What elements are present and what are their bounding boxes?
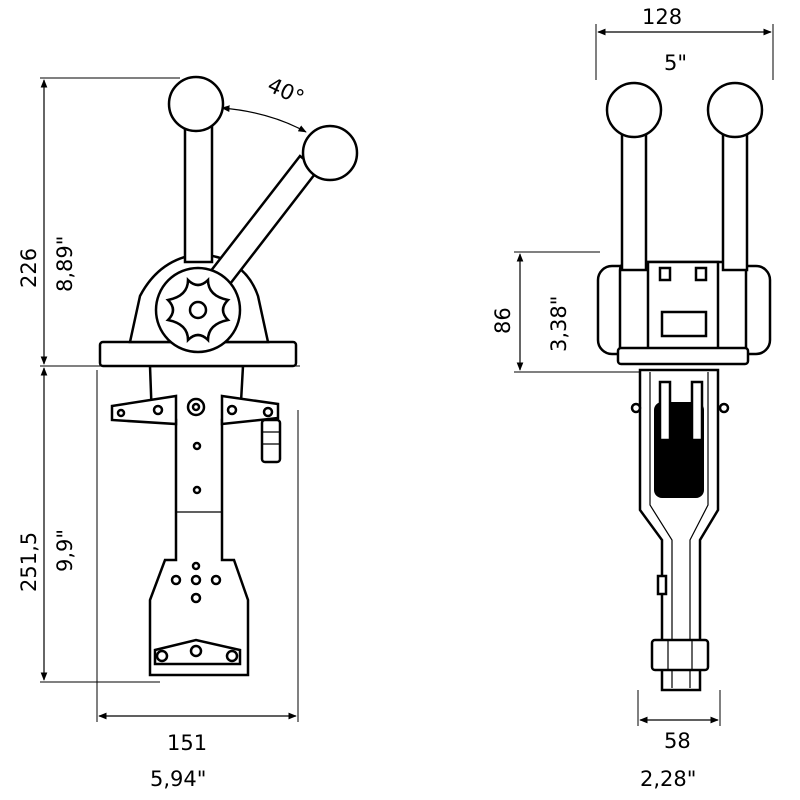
side-height-in-label: 8,89" — [53, 236, 77, 292]
front-base-mm-label: 58 — [664, 729, 691, 753]
side-view: 40° 226 8,89" 251,5 9,9" 151 5,94" — [17, 73, 359, 791]
front-base-plate — [616, 346, 750, 366]
front-height-in-label: 3,38" — [547, 296, 571, 352]
front-lever-right — [721, 114, 749, 272]
cable-fitting — [260, 418, 282, 464]
front-knob-left — [605, 81, 663, 139]
side-lever-vertical — [183, 114, 214, 264]
side-lever-angled — [208, 154, 320, 286]
front-width-mm-label: 128 — [642, 5, 682, 29]
side-mount-bracket — [110, 394, 178, 426]
front-view: 128 5" 86 3,38" 58 2,28" — [491, 5, 774, 791]
body-height-mm-label: 251,5 — [17, 532, 41, 592]
lever-angle-arc — [221, 105, 307, 133]
front-base-in-label: 2,28" — [640, 767, 696, 791]
side-width-mm-label: 151 — [167, 731, 207, 755]
side-knob-left — [167, 75, 225, 133]
side-height-mm-label: 226 — [17, 248, 41, 288]
side-width-in-label: 5,94" — [150, 767, 206, 791]
front-knob-right — [706, 81, 764, 139]
lever-angle-label: 40° — [264, 73, 308, 110]
front-height-mm-label: 86 — [491, 307, 515, 334]
side-knob-right — [301, 124, 359, 182]
front-lever-left — [620, 114, 648, 272]
front-width-in-label: 5" — [664, 51, 687, 75]
body-height-in-label: 9,9" — [53, 529, 77, 572]
